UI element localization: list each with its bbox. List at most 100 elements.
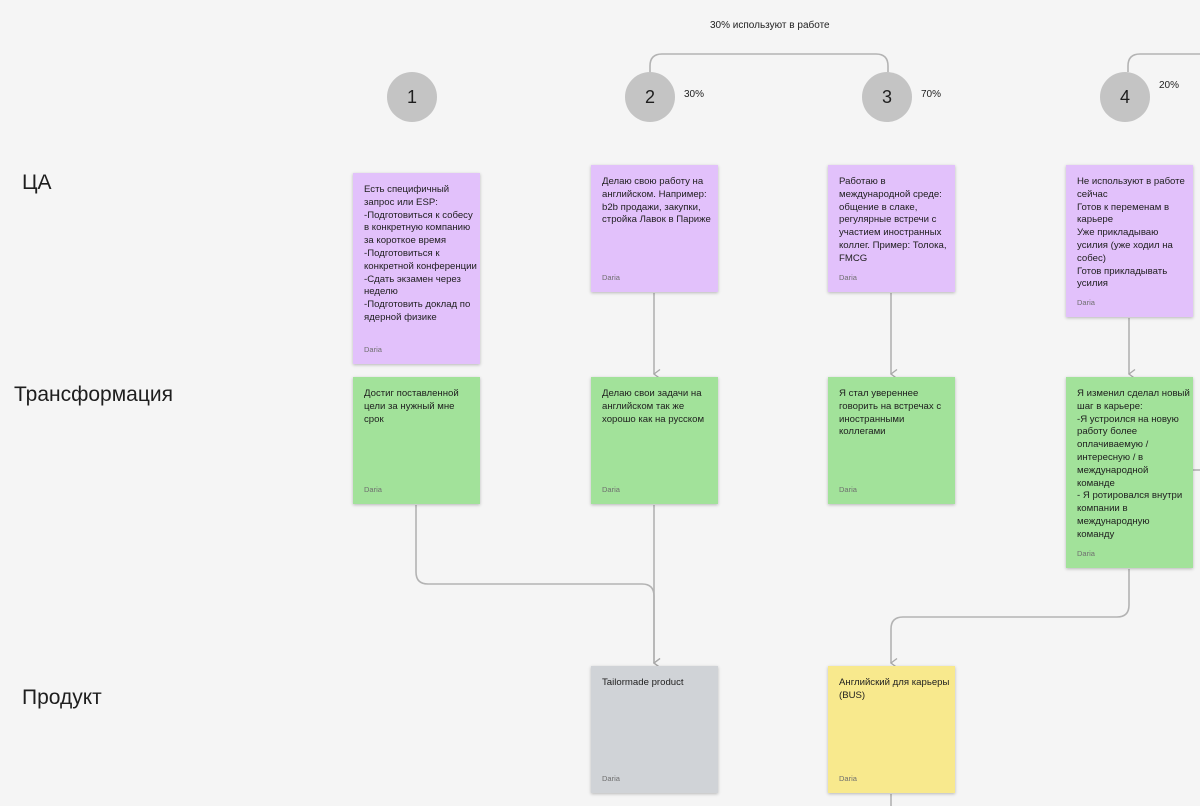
sticky-text-line: карьере [1077,214,1114,226]
sticky-text-line: Работаю в [839,176,886,187]
sticky-text-line: -Я устроился на новую [1077,413,1179,425]
sticky-text-line: иностранными [839,413,905,425]
sticky-author: Daria [364,485,382,494]
sticky-text-line: сейчас [1077,188,1108,200]
sticky-text-line: Достиг поставленной [364,388,459,399]
sticky-text-line: за короткое время [364,235,447,247]
sticky-text-line: Tailormade product [602,677,684,688]
column-percent-3: 70% [921,89,942,100]
sticky-text-line: коллегами [839,426,886,438]
sticky-author: Daria [839,485,857,494]
sticky-text-line: стройка Лавок в Париже [602,214,711,226]
sticky-text-line: Готов к переменам в [1077,201,1170,213]
column-percent-2: 30% [684,89,705,100]
sticky-text-line: интересную / в [1077,451,1144,463]
sticky-text-line: Готов прикладывать [1077,265,1168,277]
row-label-transformation: Трансформация [14,383,173,406]
sticky-text-line: говорить на встречах с [839,400,942,412]
row-label-ca: ЦА [22,171,52,194]
sticky-author: Daria [1077,549,1095,558]
sticky-author: Daria [839,273,857,282]
sticky-text-line: хорошо как на русском [602,413,705,425]
sticky-text: Tailormade product [602,677,707,690]
sticky-text-line: общение в слаке, [839,201,918,213]
sticky-text-line: английском. Например: [602,188,707,200]
sticky-text-line: усилия (уже ходил на [1077,239,1173,251]
sticky-text-line: международной [1077,464,1149,476]
sticky-text-line: компании в [1077,503,1128,515]
sticky-text-line: конкретной конференции [364,260,477,272]
sticky-author: Daria [364,345,382,354]
column-number-1[interactable]: 1 [387,72,437,122]
sticky-author: Daria [602,273,620,282]
sticky-text-line: оплачиваемую / [1077,439,1149,451]
sticky-text-line: - Я ротировался внутри [1077,490,1183,502]
sticky-text-line: собес) [1077,252,1106,264]
sticky-text-line: FMCG [839,252,868,264]
sticky-text-line: Делаю свою работу на [602,176,704,187]
sticky-text-line: международную [1077,515,1150,527]
sticky-product-bus[interactable]: Английский для карьеры(BUS) Daria [828,666,955,793]
row-label-product: Продукт [22,686,102,709]
sticky-text-line: -Подготовить доклад по [364,299,471,311]
sticky-text-line: шаг в карьере: [1077,400,1143,412]
sticky-text-line: команде [1077,477,1115,489]
top-note: 30% используют в работе [710,20,830,31]
sticky-text-line: регулярные встречи с [839,214,937,226]
sticky-text-line: международной среде: [839,188,942,200]
arrow-tr1-pr1 [415,505,654,663]
sticky-text-line: Я изменил сделал новый [1077,388,1190,399]
sticky-text-line: коллег. Пример: Толока, [839,239,947,251]
sticky-text-line: b2b продажи, закупки, [602,201,701,213]
column-number-4[interactable]: 4 [1100,72,1150,122]
bracket-2-3 [649,53,889,72]
sticky-author: Daria [602,485,620,494]
sticky-text-line: работу более [1077,426,1138,438]
bracket-4-right [1127,53,1200,72]
sticky-text-line: неделю [364,286,398,298]
sticky-author: Daria [1077,298,1095,307]
sticky-text-line: английском так же [602,400,685,412]
sticky-text-line: цели за нужный мне [364,400,455,412]
sticky-text-line: -Сдать экзамен через [364,273,461,285]
sticky-text-line: -Подготовиться к собесу [364,209,473,221]
sticky-text-line: Я стал увереннее [839,388,919,399]
sticky-author: Daria [839,774,857,783]
sticky-text-line: усилия [1077,278,1108,290]
sticky-text-line: -Подготовиться к [364,247,440,259]
column-number-2[interactable]: 2 [625,72,675,122]
sticky-text-line: Не используют в работе [1077,176,1185,187]
sticky-text-line: команду [1077,528,1115,540]
sticky-author: Daria [602,774,620,783]
arrow-tr4-pr2 [891,569,1130,663]
sticky-text-line: (BUS) [839,689,866,701]
sticky-text-line: в конкретную компанию [364,222,471,234]
sticky-text-line: Делаю свои задачи на [602,388,702,399]
sticky-text-line: Уже прикладываю [1077,227,1159,239]
sticky-text-line: ядерной физике [364,311,437,323]
sticky-text-line: участием иностранных [839,227,942,239]
sticky-text-line: срок [364,413,384,425]
sticky-product-tailormade[interactable]: Tailormade product Daria [591,666,718,793]
sticky-text: Английский для карьеры(BUS) [839,677,949,703]
column-number-3[interactable]: 3 [862,72,912,122]
sticky-text-line: запрос или ESP: [364,196,438,208]
sticky-text-line: Есть специфичный [364,184,450,195]
column-percent-4: 20% [1159,80,1180,91]
